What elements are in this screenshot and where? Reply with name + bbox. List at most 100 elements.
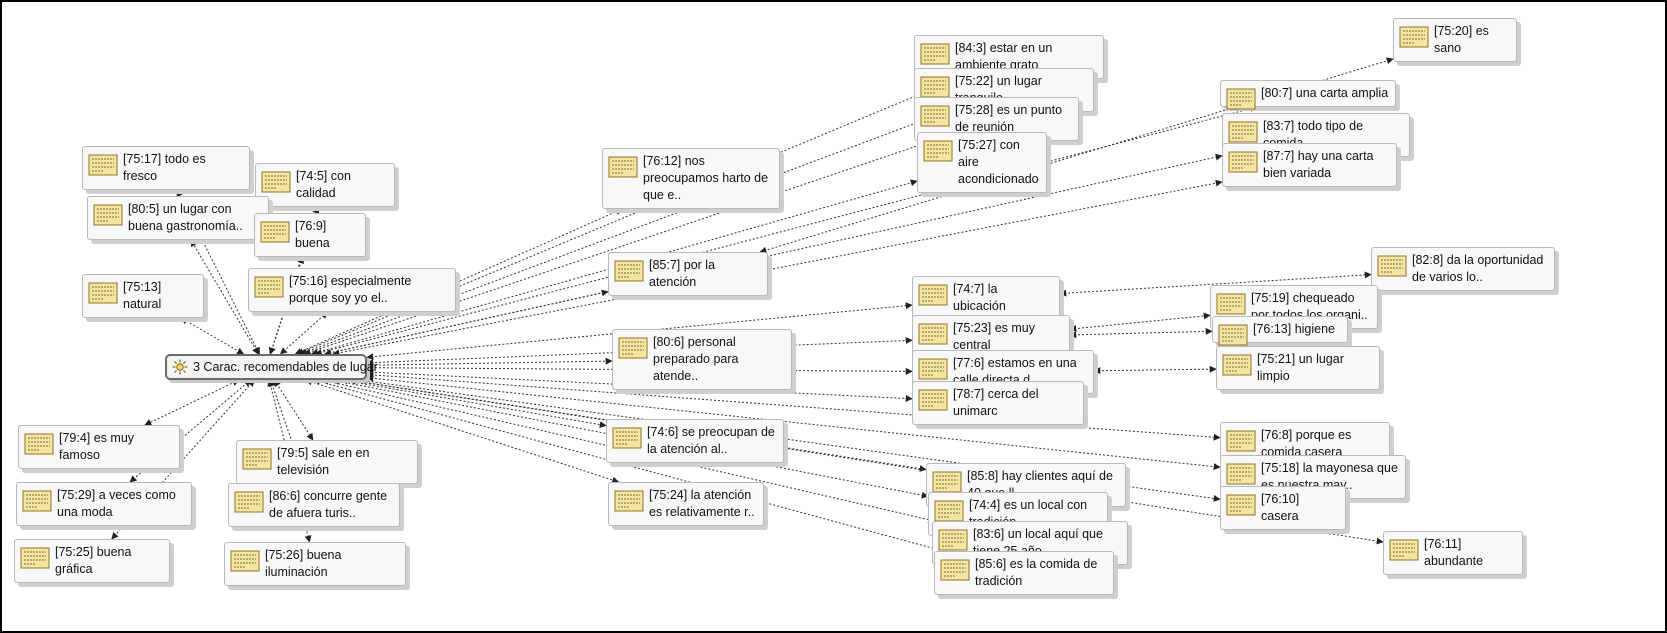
quotation-icon bbox=[918, 323, 948, 345]
quote-label: [82:8] da la oportunidad de varios lo.. bbox=[1412, 253, 1544, 284]
link-arrow bbox=[1093, 365, 1217, 375]
quote-node[interactable]: [74:7] la ubicación bbox=[912, 276, 1060, 320]
quote-label: [85:6] es la comida de tradición bbox=[975, 557, 1098, 588]
quote-label: [75:21] un lugar limpio bbox=[1257, 352, 1344, 383]
quote-node[interactable]: [75:13] natural bbox=[82, 274, 204, 318]
quote-label: [74:5] con calidad bbox=[296, 169, 351, 200]
quote-label: [74:6] se preocupan de la atención al.. bbox=[647, 425, 775, 456]
quote-node[interactable]: [75:27] con aire acondicionado bbox=[917, 132, 1047, 193]
link-arrow bbox=[279, 311, 328, 355]
quotation-icon bbox=[618, 337, 648, 359]
quotation-icon bbox=[614, 260, 644, 282]
link-arrow bbox=[348, 377, 1384, 545]
quote-label: [76:9] buena bbox=[295, 219, 330, 250]
quote-node[interactable]: [74:5] con calidad bbox=[255, 163, 395, 207]
quote-node[interactable]: [75:17] todo es fresco bbox=[82, 146, 250, 190]
quote-label: [75:28] es un punto de reunión bbox=[955, 103, 1063, 134]
quote-node[interactable]: [75:20] es sano bbox=[1393, 18, 1517, 62]
link-arrow bbox=[273, 379, 314, 441]
quotation-icon bbox=[1377, 255, 1407, 277]
quote-label: [76:12] nos preocupamos harto de que e.. bbox=[643, 154, 769, 202]
quotation-icon bbox=[918, 389, 948, 411]
quotation-icon bbox=[24, 433, 54, 455]
quote-label: [75:27] con aire acondicionado bbox=[958, 138, 1039, 186]
link-arrow bbox=[296, 78, 957, 355]
quote-node[interactable]: [79:5] sale en en televisión bbox=[236, 440, 418, 484]
quote-label: [80:7] una carta amplia bbox=[1261, 86, 1389, 100]
quotation-icon bbox=[612, 427, 642, 449]
quote-node[interactable]: [85:6] es la comida de tradición bbox=[934, 551, 1114, 595]
link-arrow bbox=[332, 179, 1223, 357]
quotation-icon bbox=[920, 76, 950, 98]
quote-label: [75:16] especialmente porque soy yo el.. bbox=[289, 274, 412, 305]
quote-label: [79:5] sale en en televisión bbox=[277, 446, 370, 477]
link-arrow bbox=[340, 377, 607, 429]
quotation-icon bbox=[1222, 354, 1252, 376]
quotation-icon bbox=[1226, 494, 1256, 516]
quotation-icon bbox=[1226, 88, 1256, 110]
quote-node[interactable]: [75:21] un lugar limpio bbox=[1216, 346, 1380, 390]
quote-node[interactable]: [75:24] la atención es relativamente r.. bbox=[608, 482, 764, 526]
quote-node[interactable]: [75:29] a veces como una moda bbox=[16, 482, 192, 526]
quotation-icon bbox=[1226, 430, 1256, 452]
quotation-icon bbox=[920, 105, 950, 127]
quotation-icon bbox=[254, 276, 284, 298]
quote-node[interactable]: [80:6] personal preparado para atende.. bbox=[612, 329, 792, 390]
quote-label: [85:7] por la atención bbox=[649, 258, 716, 289]
link-arrow bbox=[1069, 312, 1211, 333]
quote-node[interactable]: [76:13] higiene bbox=[1212, 316, 1348, 346]
quote-node[interactable]: [86:6] concurre gente de afuera turis.. bbox=[228, 483, 400, 527]
link-arrow bbox=[180, 317, 245, 355]
quote-node[interactable]: [75:26] buena iluminación bbox=[224, 542, 406, 586]
quotation-icon bbox=[230, 550, 260, 572]
quote-label: [79:4] es muy famoso bbox=[59, 431, 135, 462]
quotation-icon bbox=[918, 358, 948, 380]
quotation-icon bbox=[93, 204, 123, 226]
quotation-icon bbox=[1228, 121, 1258, 143]
quotation-icon bbox=[234, 491, 264, 513]
quotation-icon bbox=[1226, 463, 1256, 485]
quote-label: [75:20] es sano bbox=[1434, 24, 1489, 55]
quotation-icon bbox=[88, 282, 118, 304]
quotation-icon bbox=[20, 547, 50, 569]
central-label: 3 Carac. recomendables de lugar bbox=[193, 360, 378, 374]
quotation-icon bbox=[1216, 293, 1246, 315]
quotation-icon bbox=[940, 559, 970, 581]
quote-node[interactable]: [78:7] cerca del unimarc bbox=[912, 381, 1084, 425]
quotation-icon bbox=[938, 529, 968, 551]
link-arrow bbox=[144, 379, 240, 426]
quotation-icon bbox=[918, 284, 948, 306]
quote-node[interactable]: [76:10] casera bbox=[1220, 486, 1346, 530]
quotation-icon bbox=[608, 156, 638, 178]
quotation-icon bbox=[261, 171, 291, 193]
quote-node[interactable]: [85:7] por la atención bbox=[608, 252, 768, 296]
quote-node[interactable]: [80:5] un lugar con buena gastronomía.. bbox=[87, 196, 269, 240]
quote-node[interactable]: [76:11] abundante bbox=[1383, 531, 1523, 575]
quote-label: [75:29] a veces como una moda bbox=[57, 488, 176, 519]
quotation-icon bbox=[22, 490, 52, 512]
code-node-central[interactable]: 3 Carac. recomendables de lugar bbox=[165, 354, 378, 380]
quote-label: [76:11] abundante bbox=[1424, 537, 1484, 568]
quotation-icon bbox=[614, 490, 644, 512]
quote-node[interactable]: [79:4] es muy famoso bbox=[18, 425, 180, 469]
quote-node[interactable]: [76:12] nos preocupamos harto de que e.. bbox=[602, 148, 780, 209]
quote-label: [75:17] todo es fresco bbox=[123, 152, 206, 183]
quote-node[interactable]: [80:7] una carta amplia bbox=[1220, 80, 1396, 110]
quotation-icon bbox=[242, 448, 272, 470]
quote-node[interactable]: [75:25] buena gráfica bbox=[14, 539, 170, 583]
quotation-icon bbox=[260, 221, 290, 243]
quote-node[interactable]: [74:6] se preocupan de la atención al.. bbox=[606, 419, 784, 463]
quotation-icon bbox=[934, 500, 964, 522]
quotation-icon bbox=[1218, 324, 1248, 346]
link-arrow bbox=[1069, 327, 1213, 339]
quote-label: [80:6] personal preparado para atende.. bbox=[653, 335, 739, 383]
quote-label: [76:13] higiene bbox=[1253, 322, 1336, 336]
quote-label: [87:7] hay una carta bien variada bbox=[1263, 149, 1374, 180]
quote-label: [76:10] casera bbox=[1261, 492, 1300, 523]
quote-node[interactable]: [82:8] da la oportunidad de varios lo.. bbox=[1371, 247, 1555, 291]
quote-node[interactable]: [87:7] hay una carta bien variada bbox=[1222, 143, 1397, 187]
quotation-icon bbox=[88, 154, 118, 176]
quote-node[interactable]: [76:9] buena bbox=[254, 213, 366, 257]
quote-node[interactable]: [75:16] especialmente porque soy yo el.. bbox=[248, 268, 456, 312]
quote-label: [75:13] natural bbox=[123, 280, 162, 311]
